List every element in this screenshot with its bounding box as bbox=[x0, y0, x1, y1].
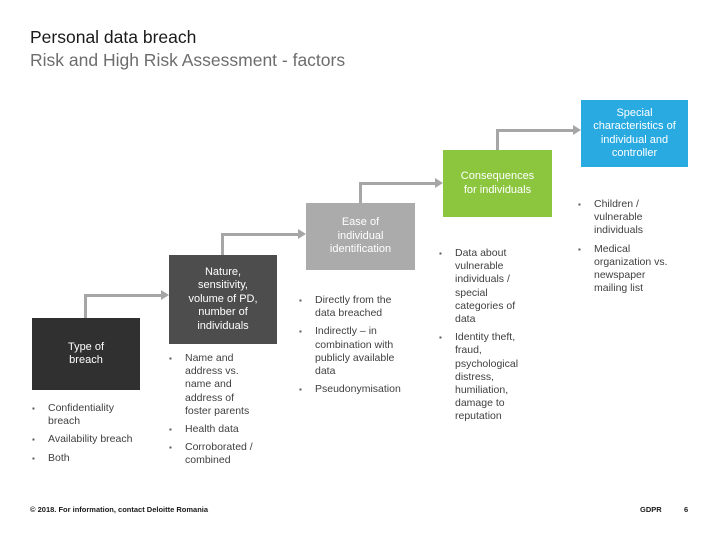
bullet-icon: ▪ bbox=[169, 443, 172, 453]
bullet-list-ease-of-identification: ▪ Directly from the data breached ▪ Indire… bbox=[298, 294, 406, 401]
bullet-icon: ▪ bbox=[578, 200, 581, 209]
connector-line bbox=[84, 294, 87, 318]
arrowhead-icon bbox=[161, 290, 169, 300]
slide-header: Personal data breach Risk and High Risk … bbox=[30, 26, 345, 72]
connector-line bbox=[221, 233, 224, 255]
step-box-type-of-breach: Type of breach bbox=[32, 318, 140, 390]
slide-subtitle: Risk and High Risk Assessment - factors bbox=[30, 50, 346, 70]
step-box-nature-sensitivity: Nature, sensitivity, volume of PD, numbe… bbox=[169, 255, 277, 344]
bullet-icon: ▪ bbox=[32, 435, 35, 445]
list-item-text: Availability breach bbox=[48, 433, 133, 446]
step-box-ease-of-identification: Ease of individual identification bbox=[306, 203, 415, 270]
list-item: ▪ Corroborated / combined bbox=[168, 441, 256, 467]
footer-copyright: © 2018. For information, contact Deloitt… bbox=[30, 505, 209, 514]
bullet-list-special-characteristics: ▪ Children / vulnerable individuals ▪ Medi… bbox=[577, 198, 677, 300]
connector-line bbox=[359, 182, 362, 203]
bullet-icon: ▪ bbox=[169, 425, 172, 435]
list-item-text: Health data bbox=[185, 423, 239, 436]
footer-doc-label: GDPR bbox=[640, 505, 662, 514]
list-item: ▪ Identity theft, fraud, psychological di… bbox=[438, 331, 528, 423]
list-item: ▪ Both bbox=[31, 452, 135, 465]
list-item-text: Children / vulnerable individuals bbox=[594, 198, 644, 237]
bullet-list-type-of-breach: ▪ Confidentiality breach ▪ Availability br… bbox=[31, 402, 135, 470]
list-item-text: Identity theft, fraud, psychological dis… bbox=[455, 331, 519, 423]
bullet-icon: ▪ bbox=[299, 385, 302, 395]
list-item-text: Confidentiality breach bbox=[48, 402, 114, 428]
list-item: ▪ Medical organization vs. newspaper mail… bbox=[577, 243, 677, 296]
arrowhead-icon bbox=[298, 229, 306, 239]
list-item: ▪ Data about vulnerable individuals / spe… bbox=[438, 247, 528, 326]
bullet-list-nature-sensitivity: ▪ Name and address vs. name and address o… bbox=[168, 352, 256, 473]
list-item-text: Indirectly – in combination with publicl… bbox=[315, 325, 395, 378]
connector-line bbox=[359, 182, 435, 185]
list-item: ▪ Health data bbox=[168, 423, 256, 436]
list-item: ▪ Confidentiality breach bbox=[31, 402, 135, 428]
list-item: ▪ Directly from the data breached bbox=[298, 294, 406, 320]
bullet-icon: ▪ bbox=[32, 404, 35, 413]
connector-line bbox=[496, 129, 573, 132]
list-item: ▪ Indirectly – in combination with public… bbox=[298, 325, 406, 378]
list-item-text: Both bbox=[48, 451, 70, 464]
connector-line bbox=[221, 233, 298, 236]
arrowhead-icon bbox=[435, 178, 443, 188]
bullet-list-consequences: ▪ Data about vulnerable individuals / spe… bbox=[438, 247, 528, 429]
connector-line bbox=[496, 129, 499, 150]
bullet-icon: ▪ bbox=[439, 249, 442, 258]
bullet-icon: ▪ bbox=[578, 244, 581, 254]
list-item: ▪ Availability breach bbox=[31, 433, 135, 446]
bullet-icon: ▪ bbox=[299, 327, 302, 337]
step-box-special-characteristics: Special characteristics of individual an… bbox=[581, 100, 688, 167]
connector-line bbox=[84, 294, 161, 297]
arrowhead-icon bbox=[573, 125, 581, 135]
footer-page-number: 6 bbox=[684, 505, 689, 514]
list-item-text: Medical organization vs. newspaper maili… bbox=[594, 242, 668, 295]
list-item: ▪ Name and address vs. name and address o… bbox=[168, 352, 256, 418]
list-item: ▪ Pseudonymisation bbox=[298, 383, 406, 396]
slide-title: Personal data breach bbox=[30, 27, 197, 47]
bullet-icon: ▪ bbox=[169, 354, 172, 363]
list-item-text: Pseudonymisation bbox=[315, 383, 401, 396]
bullet-icon: ▪ bbox=[299, 296, 302, 305]
bullet-icon: ▪ bbox=[439, 333, 442, 343]
list-item-text: Data about vulnerable individuals / spec… bbox=[455, 247, 516, 326]
step-box-consequences: Consequences for individuals bbox=[443, 150, 552, 217]
bullet-icon: ▪ bbox=[32, 453, 35, 463]
list-item-text: Name and address vs. name and address of… bbox=[185, 352, 250, 417]
list-item: ▪ Children / vulnerable individuals bbox=[577, 198, 677, 238]
list-item-text: Corroborated / combined bbox=[185, 441, 253, 467]
list-item-text: Directly from the data breached bbox=[315, 294, 392, 320]
